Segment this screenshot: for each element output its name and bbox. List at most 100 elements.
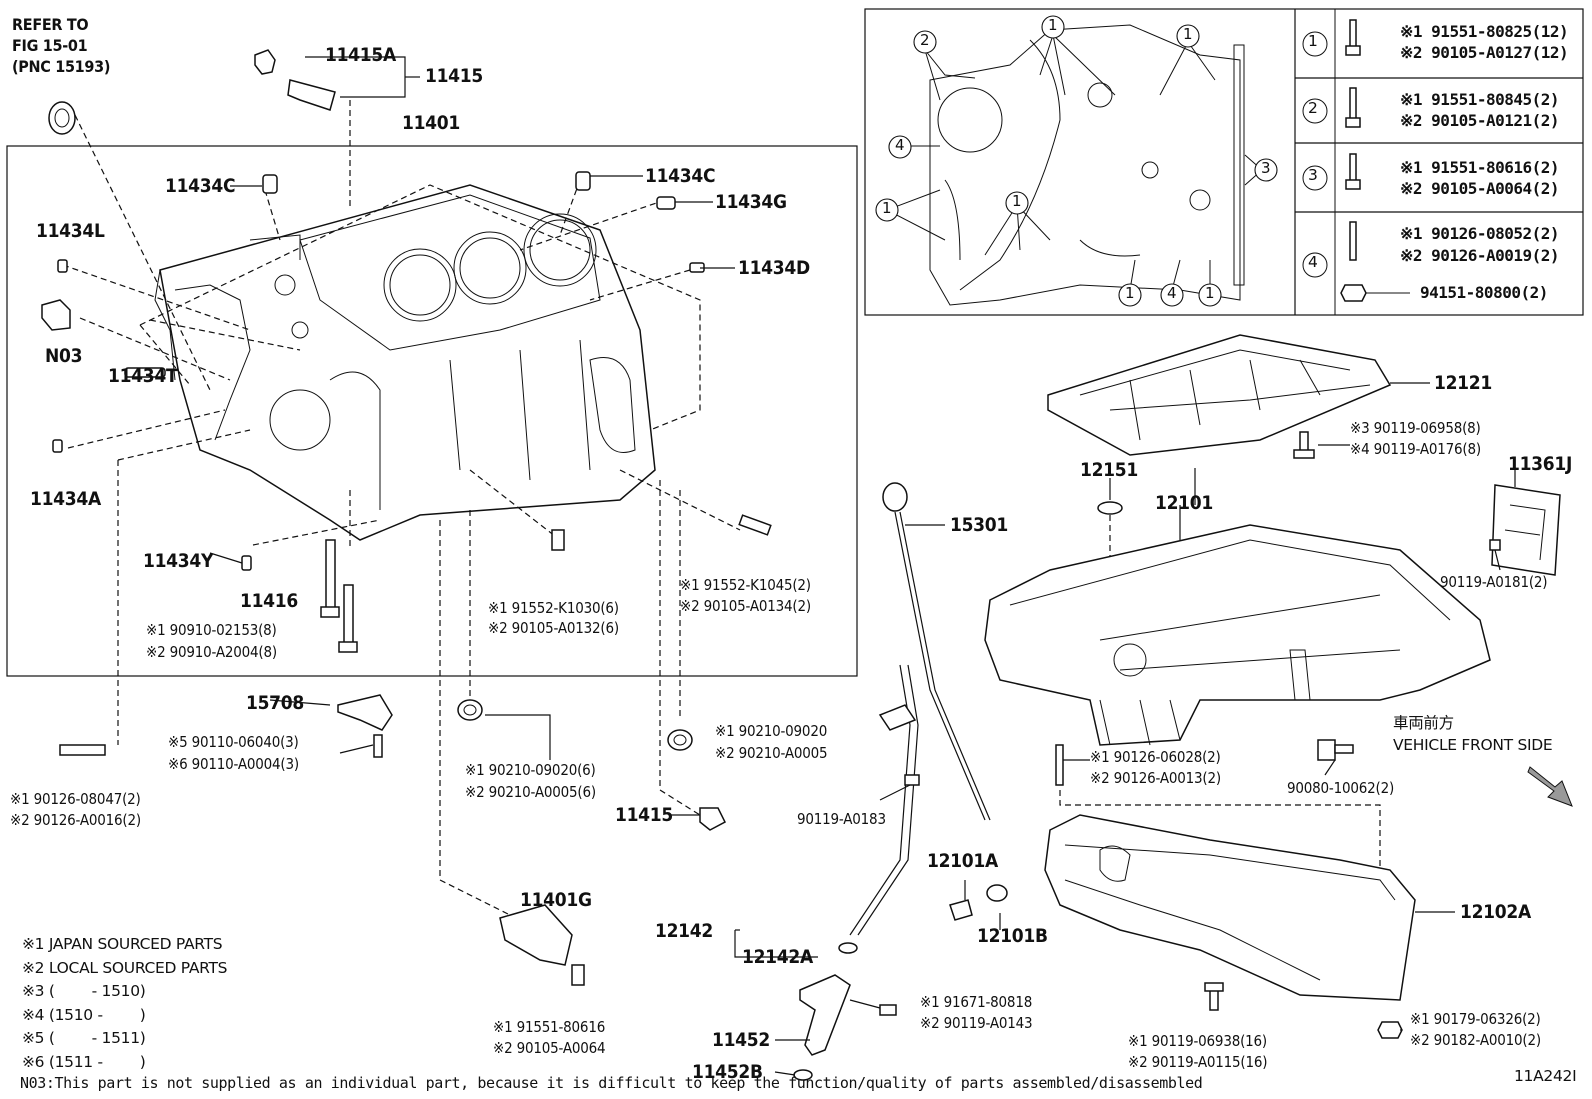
inset-callout-leaders: [886, 34, 1263, 291]
label-11434L[interactable]: 11434L: [36, 220, 105, 242]
label-90119-A0183[interactable]: 90119-A0183: [797, 810, 886, 828]
label-12142[interactable]: 12142: [655, 920, 713, 942]
inset-callout-5: 1: [882, 199, 892, 217]
label-11415[interactable]: 11415: [425, 65, 483, 87]
table-4-line-3[interactable]: 94151-80800(2): [1420, 283, 1548, 302]
inset-callout-2: 1: [1048, 16, 1058, 34]
label-12101A[interactable]: 12101A: [927, 850, 998, 872]
cylinder-block-illustration: [154, 184, 656, 541]
table-3-line-2[interactable]: ※2 90105-A0064(2): [1400, 179, 1560, 198]
dowel-pins: [41, 171, 705, 571]
label-91552-K1030[interactable]: ※1 91552-K1030(6): [488, 599, 619, 617]
label-N03[interactable]: N03: [45, 345, 83, 367]
inset-callout-circle-6: [1005, 191, 1029, 215]
legend-line-4: ※4 (1510 - ): [22, 1005, 146, 1024]
refer-line-2: FIG 15-01: [12, 36, 88, 55]
label-90119-A0115[interactable]: ※2 90119-A0115(16): [1128, 1053, 1268, 1071]
label-90210-A0005[interactable]: ※2 90210-A0005: [715, 744, 828, 762]
label-90110-A0004[interactable]: ※6 90110-A0004(3): [168, 755, 299, 773]
refer-note: REFER TO FIG 15-01 (PNC 15193): [12, 14, 110, 77]
label-90910-A2004[interactable]: ※2 90910-A2004(8): [146, 643, 277, 661]
label-11452B[interactable]: 11452B: [692, 1061, 763, 1083]
inset-callout-8: 1: [1125, 284, 1135, 302]
label-11452[interactable]: 11452: [712, 1029, 770, 1051]
label-91671-80818[interactable]: ※1 91671-80818: [920, 993, 1033, 1011]
label-90210-09020-6[interactable]: ※1 90210-09020(6): [465, 761, 596, 779]
label-12101B[interactable]: 12101B: [977, 925, 1048, 947]
label-12151[interactable]: 12151: [1080, 459, 1138, 481]
table-4-line-2[interactable]: ※2 90126-A0019(2): [1400, 246, 1560, 265]
table-num-3: 3: [1308, 166, 1318, 184]
upper-oil-pan: [984, 524, 1491, 746]
table-num-1: 1: [1308, 32, 1318, 50]
label-12101[interactable]: 12101: [1155, 492, 1213, 514]
baffle-plate: [1047, 334, 1392, 456]
inset-callout-circle-2: [1041, 15, 1065, 39]
label-90080-10062[interactable]: 90080-10062(2): [1287, 779, 1395, 797]
inset-callout-7: 3: [1261, 159, 1271, 177]
label-91552-K1045[interactable]: ※1 91552-K1045(2): [680, 576, 811, 594]
label-11415-lower[interactable]: 11415: [615, 804, 673, 826]
label-12102A[interactable]: 12102A: [1460, 901, 1531, 923]
label-91551-80616[interactable]: ※1 91551-80616: [493, 1018, 606, 1036]
vehicle-front-jp: 車両前方: [1393, 714, 1454, 732]
legend-line-5: ※5 ( - 1511): [22, 1029, 146, 1047]
inset-callout-4: 4: [895, 136, 905, 154]
label-11415A[interactable]: 11415A: [325, 44, 396, 66]
table-4-line-1[interactable]: ※1 90126-08052(2): [1400, 224, 1560, 243]
label-11361J[interactable]: 11361J: [1508, 453, 1573, 475]
label-90119-A0143[interactable]: ※2 90119-A0143: [920, 1014, 1033, 1032]
label-15301[interactable]: 15301: [950, 514, 1008, 536]
label-90126-A0013[interactable]: ※2 90126-A0013(2): [1090, 769, 1221, 787]
label-90105-A0134[interactable]: ※2 90105-A0134(2): [680, 597, 811, 615]
label-90126-06028[interactable]: ※1 90126-06028(2): [1090, 748, 1221, 766]
table-1-line-2[interactable]: ※2 90105-A0127(12): [1400, 43, 1569, 62]
label-90910-02153[interactable]: ※1 90910-02153(8): [146, 621, 277, 639]
label-11401[interactable]: 11401: [402, 112, 460, 134]
legend-line-1: ※1 JAPAN SOURCED PARTS: [22, 935, 223, 953]
label-11434D[interactable]: 11434D: [738, 257, 810, 279]
cover-plate: [1491, 484, 1561, 576]
lower-oil-pan: [1044, 814, 1416, 1001]
legend-line-6: ※6 (1511 - ): [22, 1052, 146, 1071]
table-2-line-2[interactable]: ※2 90105-A0121(2): [1400, 111, 1560, 130]
inset-callout-circle-10: [1198, 283, 1222, 307]
label-11434A[interactable]: 11434A: [30, 488, 101, 510]
label-11434C-right[interactable]: 11434C: [645, 165, 716, 187]
label-90119-A0176[interactable]: ※4 90119-A0176(8): [1350, 440, 1481, 458]
label-90210-09020[interactable]: ※1 90210-09020: [715, 722, 828, 740]
table-num-2: 2: [1308, 99, 1318, 117]
table-1-line-1[interactable]: ※1 91551-80825(12): [1400, 22, 1569, 41]
footnote-N03: N03:This part is not supplied as an indi…: [20, 1074, 1203, 1092]
label-11434C-left[interactable]: 11434C: [165, 175, 236, 197]
label-90210-A0005-6[interactable]: ※2 90210-A0005(6): [465, 783, 596, 801]
label-11434T[interactable]: 11434T: [108, 365, 178, 387]
label-12121[interactable]: 12121: [1434, 372, 1492, 394]
table-2-line-1[interactable]: ※1 91551-80845(2): [1400, 90, 1560, 109]
label-90105-A0064[interactable]: ※2 90105-A0064: [493, 1039, 606, 1057]
dipstick: [882, 482, 991, 821]
label-90126-A0016[interactable]: ※2 90126-A0016(2): [10, 811, 141, 829]
label-11434G[interactable]: 11434G: [715, 191, 787, 213]
table-3-line-1[interactable]: ※1 91551-80616(2): [1400, 158, 1560, 177]
label-11416[interactable]: 11416: [240, 590, 298, 612]
label-15708[interactable]: 15708: [246, 692, 304, 714]
label-90105-A0132[interactable]: ※2 90105-A0132(6): [488, 619, 619, 637]
refer-line-3: (PNC 15193): [12, 57, 111, 76]
label-11401G[interactable]: 11401G: [520, 889, 592, 911]
label-90119-06938[interactable]: ※1 90119-06938(16): [1128, 1032, 1267, 1050]
legend-line-3: ※3 ( - 1510): [22, 982, 146, 1000]
label-12142A[interactable]: 12142A: [742, 946, 813, 968]
inset-callout-3: 1: [1183, 25, 1193, 43]
label-90126-08047[interactable]: ※1 90126-08047(2): [10, 790, 141, 808]
block-bolts: [59, 514, 772, 756]
label-11434Y[interactable]: 11434Y: [143, 550, 214, 572]
label-90110-06040[interactable]: ※5 90110-06040(3): [168, 733, 299, 751]
label-90179-06326[interactable]: ※1 90179-06326(2): [1410, 1010, 1541, 1028]
label-90119-A0181[interactable]: 90119-A0181(2): [1440, 573, 1548, 591]
cylinder-block-frame: [6, 145, 858, 677]
label-90182-A0010[interactable]: ※2 90182-A0010(2): [1410, 1031, 1541, 1049]
label-90119-06958[interactable]: ※3 90119-06958(8): [1350, 419, 1481, 437]
